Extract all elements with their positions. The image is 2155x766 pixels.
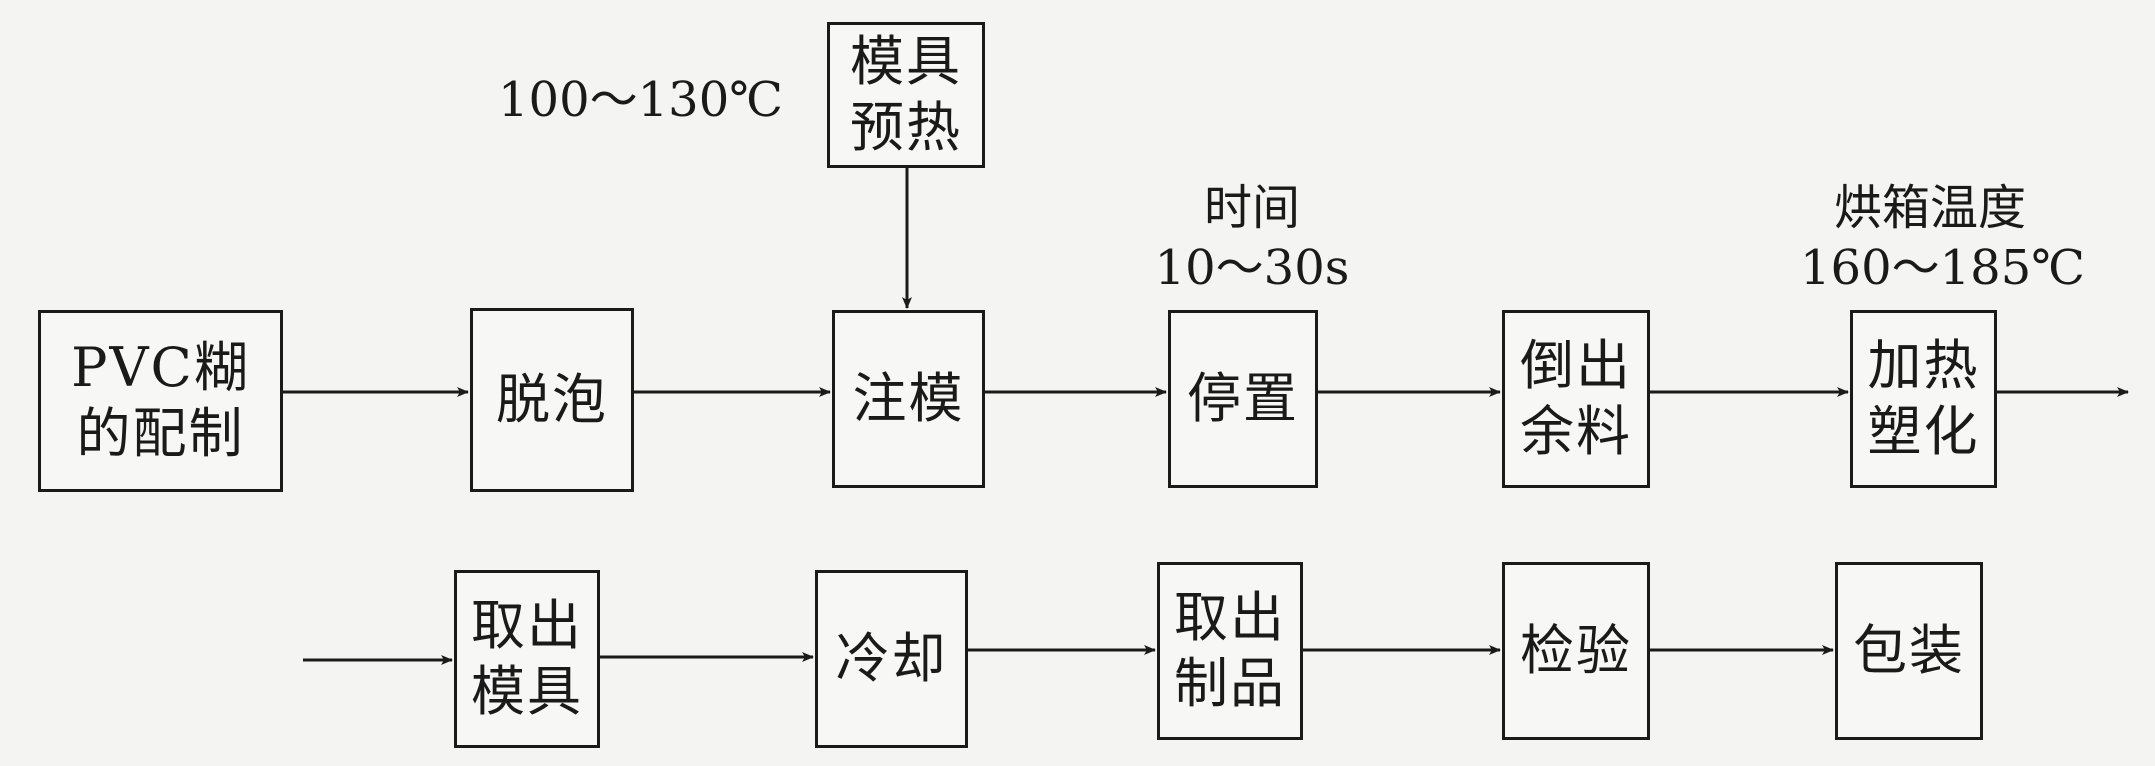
node-pack: 包装 [1835, 562, 1983, 740]
node-remove-mold-label: 取出 模具 [471, 594, 583, 723]
annotation-oven-temp-value: 160～185℃ [1800, 240, 2085, 296]
node-heat-plasticize: 加热 塑化 [1850, 310, 1997, 488]
node-remove-product-label: 取出 制品 [1174, 586, 1286, 715]
node-mold-preheat: 模具 预热 [827, 22, 985, 168]
node-remove-mold: 取出 模具 [454, 570, 600, 748]
annotation-hold-time-label: 时间 [1203, 180, 1300, 236]
node-pvc-paste-prep: PVC糊 的配制 [38, 310, 283, 492]
node-inspect: 检验 [1502, 562, 1650, 740]
node-pour-excess: 倒出 余料 [1502, 310, 1650, 488]
node-mold-preheat-label: 模具 预热 [850, 30, 962, 159]
annotation-preheat-temp-text: 100～130℃ [498, 72, 783, 128]
node-degas-label: 脱泡 [496, 368, 608, 431]
node-remove-product: 取出 制品 [1157, 562, 1303, 740]
node-pour-excess-label: 倒出 余料 [1520, 334, 1632, 463]
node-inspect-label: 检验 [1520, 619, 1632, 682]
node-inject: 注模 [832, 310, 985, 488]
node-inject-label: 注模 [852, 367, 965, 430]
annotation-hold-time-value: 10～30s [1154, 240, 1350, 296]
node-pack-label: 包装 [1853, 619, 1965, 682]
annotation-oven-temp: 烘箱温度 160～185℃ [1800, 178, 2085, 298]
node-heat-plasticize-label: 加热 塑化 [1867, 334, 1980, 463]
annotation-preheat-temp: 100～130℃ [498, 70, 783, 130]
annotation-hold-time: 时间 10～30s [1152, 178, 1352, 298]
node-pvc-paste-prep-label: PVC糊 的配制 [71, 336, 250, 465]
node-cool-label: 冷却 [835, 627, 948, 690]
node-hold-label: 停置 [1187, 367, 1299, 430]
node-cool: 冷却 [815, 570, 968, 748]
annotation-oven-temp-label: 烘箱温度 [1833, 180, 2026, 236]
node-degas: 脱泡 [470, 308, 634, 492]
node-hold: 停置 [1168, 310, 1318, 488]
